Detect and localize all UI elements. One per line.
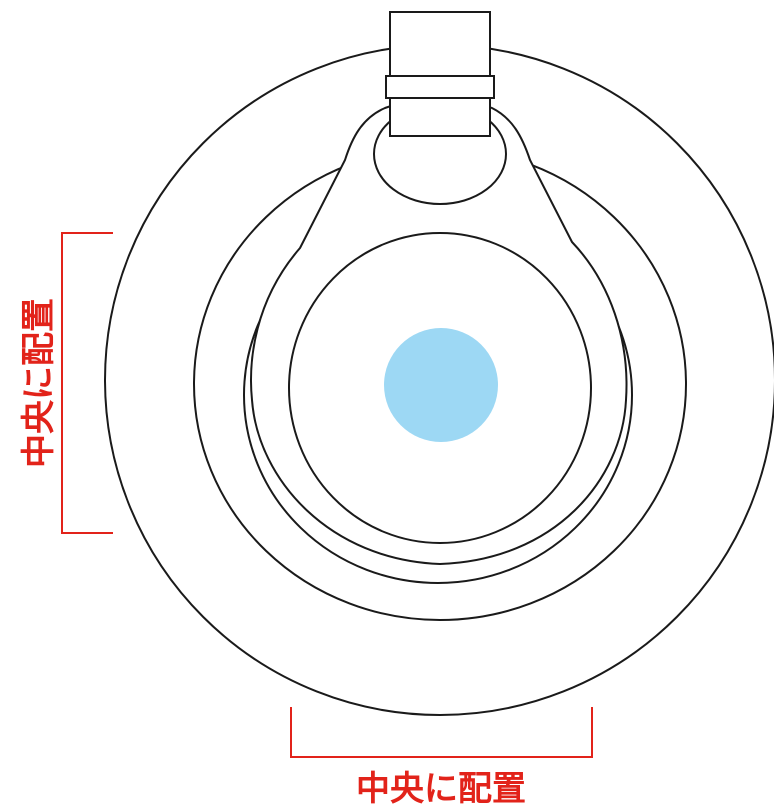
bottom-guide-bracket — [290, 707, 593, 758]
inner-ring — [288, 232, 592, 544]
left-guide-label: 中央に配置 — [19, 298, 59, 468]
center-dot — [384, 328, 498, 442]
strap — [389, 11, 491, 137]
strap-band — [385, 75, 495, 99]
bottom-guide-label: 中央に配置 — [356, 769, 526, 809]
left-guide-bracket — [61, 232, 113, 534]
